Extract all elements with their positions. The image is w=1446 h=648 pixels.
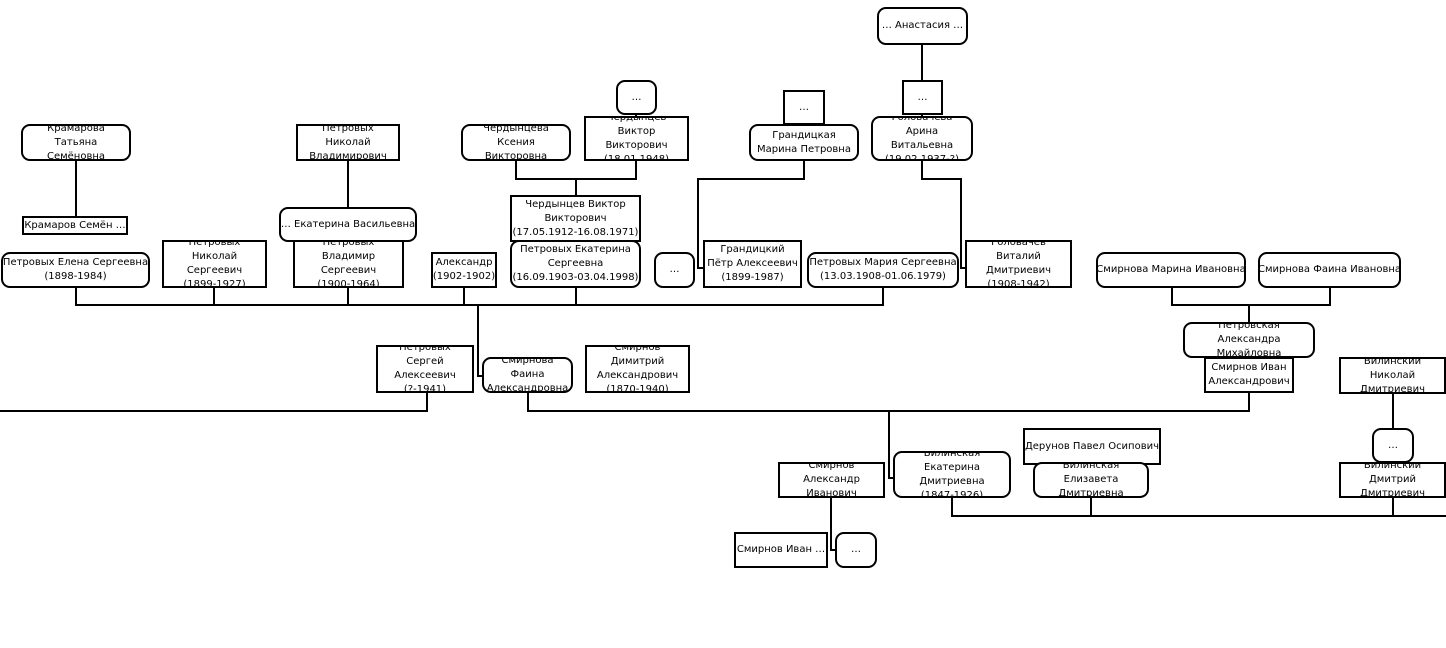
person-dates: (18.01.1948)	[603, 153, 670, 161]
person-name: Дерунов Павел Осипович	[1024, 440, 1160, 452]
person-dates: (17.05.1912-16.08.1971)	[512, 226, 639, 238]
person-name: Смирнов Иван …	[736, 544, 826, 555]
person-name: Чердынцев Виктор Викторович	[605, 116, 668, 151]
person-anastasia[interactable]: … Анастасия …	[877, 7, 968, 45]
person-dates: (16.09.1903-03.04.1998)	[512, 272, 639, 283]
person-name: Грандицкая Марина Петровна	[757, 129, 851, 155]
person-name: Александр	[435, 257, 493, 268]
person-petrov-elena[interactable]: Петровых Елена Сергеевна (1898-1984)	[1, 252, 150, 288]
person-name: …	[1388, 439, 1398, 451]
person-name: Петровская Александра Михайловна	[1216, 322, 1282, 358]
person-name: … Анастасия …	[881, 20, 964, 31]
person-petrov-ekaterina[interactable]: Петровых Екатерина Сергеевна (16.09.1903…	[510, 240, 641, 288]
person-name: Смирнова Марина Ивановна	[1096, 264, 1246, 275]
person-dates: (1900-1964)	[317, 279, 380, 288]
person-name: Крамаров Семён …	[24, 219, 126, 231]
person-name: Вилинская Екатерина Дмитриевна	[919, 451, 985, 487]
person-name: …	[917, 91, 928, 103]
person-name: …	[631, 91, 642, 103]
person-name: Смирнова Фаина Александровна	[486, 357, 569, 393]
person-dates: (19.02.1937-?)	[885, 153, 959, 161]
person-grand-parent[interactable]: …	[783, 90, 825, 125]
person-chrd-viktor-jr[interactable]: Чердынцев Виктор Викторович (17.05.1912-…	[510, 195, 641, 242]
person-kramarova[interactable]: Крамарова Татьяна Семёновна	[21, 124, 131, 161]
person-name: Смирнов Димитрий Александрович	[596, 345, 679, 381]
person-dates: (1899-1987)	[721, 272, 784, 283]
person-golovacheva-arina[interactable]: Головачёва Арина Витальевна (19.02.1937-…	[871, 116, 973, 161]
person-name: Крамарова Татьяна Семёновна	[46, 124, 106, 161]
person-chrd-kseniya[interactable]: Чердынцева Ксения Викторовна	[461, 124, 571, 161]
person-name: …	[799, 101, 809, 113]
person-dates: (13.03.1908-01.06.1979)	[820, 271, 946, 282]
person-name: Чердынцева Ксения Викторовна	[483, 124, 549, 161]
person-petrov-nikolay-s[interactable]: Петровых Николай Сергеевич (1899-1927)	[162, 240, 267, 288]
person-alexandr[interactable]: Александр (1902-1902)	[431, 252, 497, 288]
person-dates: (1902-1902)	[432, 271, 496, 282]
person-name: Головачёв Виталий Дмитриевич	[986, 240, 1051, 276]
person-ivan-spouse[interactable]: …	[835, 532, 877, 568]
person-anastasia-parent[interactable]: …	[902, 80, 943, 115]
person-petrov-mariya[interactable]: Петровых Мария Сергеевна (13.03.1908-01.…	[807, 252, 959, 288]
person-grand-petr[interactable]: Грандицкий Пётр Алексеевич (1899-1987)	[703, 240, 802, 288]
person-unknown-spouse[interactable]: …	[654, 252, 695, 288]
person-name: Вилинский Дмитрий Дмитриевич	[1360, 462, 1425, 498]
person-chrd-parent[interactable]: …	[616, 80, 657, 115]
person-name: Смирнова Фаина Ивановна	[1258, 264, 1401, 275]
person-smirnova-faina-al[interactable]: Смирнова Фаина Александровна	[482, 357, 573, 393]
person-dates: (1847-1926)	[920, 489, 984, 498]
person-name: Петровых Сергей Алексеевич	[394, 345, 456, 381]
person-kramarov[interactable]: Крамаров Семён …	[22, 216, 128, 235]
person-name: Петровых Мария Сергеевна	[809, 257, 957, 268]
person-smirnov-ivan-al[interactable]: Смирнов Иван Александрович	[1204, 357, 1294, 393]
person-petrov-nikolay-vl[interactable]: Петровых Николай Владимирович	[296, 124, 400, 161]
person-smirnov-dmitriy[interactable]: Смирнов Димитрий Александрович (1870-194…	[585, 345, 690, 393]
person-name: Петровых Елена Сергеевна	[2, 257, 149, 268]
person-name: Головачёва Арина Витальевна	[890, 116, 954, 151]
person-name: Грандицкий Пётр Алексеевич	[707, 244, 798, 269]
person-name: Чердынцев Виктор Викторович	[525, 198, 626, 224]
person-derunov[interactable]: Дерунов Павел Осипович	[1023, 428, 1161, 465]
person-name: Вилинская Елизавета Дмитриевна	[1058, 462, 1124, 498]
person-petrovskaya-alex[interactable]: Петровская Александра Михайловна	[1183, 322, 1315, 358]
person-dates: (1908-1942)	[987, 279, 1050, 288]
person-name: Петровых Екатерина Сергеевна	[520, 244, 631, 269]
person-name: … Екатерина Васильевна	[280, 218, 416, 230]
person-vil-parent[interactable]: …	[1372, 428, 1414, 463]
person-name: Смирнов Александр Иванович	[803, 462, 860, 498]
person-name: …	[851, 544, 861, 555]
person-chrd-viktor-sr[interactable]: Чердынцев Виктор Викторович (18.01.1948)	[584, 116, 689, 161]
person-smirnova-marina[interactable]: Смирнова Марина Ивановна	[1096, 252, 1246, 288]
person-smirnov-ivan[interactable]: Смирнов Иван …	[734, 532, 828, 568]
person-petrov-sergey[interactable]: Петровых Сергей Алексеевич (?-1941)	[376, 345, 474, 393]
person-vilinskaya-elizaveta[interactable]: Вилинская Елизавета Дмитриевна	[1033, 462, 1149, 498]
person-smirnova-faina-iv[interactable]: Смирнова Фаина Ивановна	[1258, 252, 1401, 288]
person-vilinskiy-dmitriy[interactable]: Вилинский Дмитрий Дмитриевич	[1339, 462, 1446, 498]
person-vilinskaya-ekaterina[interactable]: Вилинская Екатерина Дмитриевна (1847-192…	[893, 451, 1011, 498]
person-dates: (1899-1927)	[183, 279, 246, 288]
person-name: Петровых Николай Сергеевич	[186, 240, 243, 276]
person-ekaterina-vas[interactable]: … Екатерина Васильевна	[279, 207, 417, 242]
person-petrov-vladimir[interactable]: Петровых Владимир Сергеевич (1900-1964)	[293, 240, 404, 288]
person-dates: (?-1941)	[403, 384, 447, 393]
person-smirnov-alexandr[interactable]: Смирнов Александр Иванович	[778, 462, 885, 498]
person-dates: (1898-1984)	[44, 271, 107, 282]
person-name: Петровых Владимир Сергеевич	[320, 240, 377, 276]
person-name: Петровых Николай Владимирович	[309, 124, 387, 161]
person-name: …	[669, 264, 680, 275]
person-name: Смирнов Иван Александрович	[1208, 362, 1290, 387]
person-golovachev-vitaliy[interactable]: Головачёв Виталий Дмитриевич (1908-1942)	[965, 240, 1072, 288]
person-dates: (1870-1940)	[606, 384, 669, 393]
person-vilinskiy-nikolay[interactable]: Вилинский Николай Дмитриевич	[1339, 357, 1446, 394]
person-grand-mariya[interactable]: Грандицкая Марина Петровна	[749, 124, 859, 161]
person-name: Вилинский Николай Дмитриевич	[1360, 357, 1425, 394]
